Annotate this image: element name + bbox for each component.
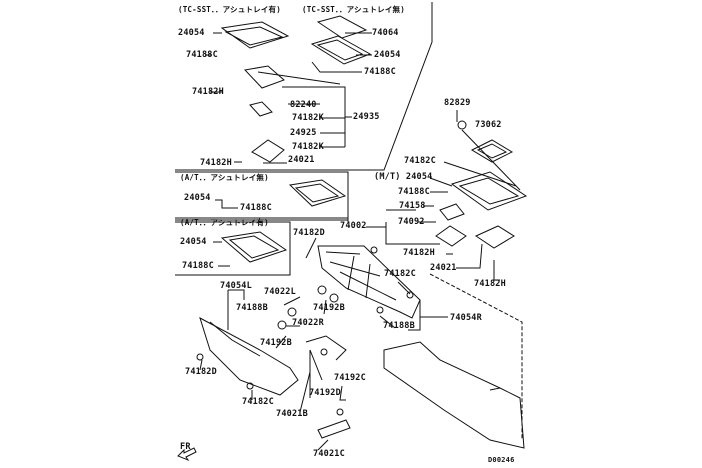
part-label: 74188B bbox=[236, 303, 268, 313]
part-label: 74192B bbox=[313, 303, 345, 313]
part-label: 74188C bbox=[364, 67, 396, 77]
fr-arrow-icon bbox=[177, 447, 197, 462]
part-74092 bbox=[435, 225, 467, 247]
part-label: 74182C bbox=[384, 269, 416, 279]
header-at-with-ashtray: (A/T．．アシュトレイ有) bbox=[180, 218, 269, 227]
part-label: 74182H bbox=[192, 87, 224, 97]
label-mt-24054: (M/T) 24054 bbox=[374, 172, 433, 182]
part-label: 24054 bbox=[180, 237, 207, 247]
part-label: 74192C bbox=[334, 373, 366, 383]
part-label: 73062 bbox=[475, 120, 502, 130]
part-label: 74182D bbox=[293, 228, 325, 238]
part-74054L bbox=[199, 316, 299, 396]
part-24054-tc bbox=[220, 21, 290, 49]
part-label: 74182H bbox=[403, 248, 435, 258]
part-label: 74182D bbox=[185, 367, 217, 377]
header-tc-with-ashtray: (TC-SST．．アシュトレイ有) bbox=[178, 5, 281, 14]
part-label: 74021C bbox=[313, 449, 345, 459]
part-label: 74092 bbox=[398, 217, 425, 227]
part-label: 74182C bbox=[404, 156, 436, 166]
part-24054-mt bbox=[450, 171, 528, 211]
part-74021B bbox=[305, 335, 347, 381]
part-label: 74188C bbox=[398, 187, 430, 197]
part-label: 74022L bbox=[264, 287, 296, 297]
part-label: 24054 bbox=[178, 28, 205, 38]
direction-label: FR bbox=[180, 442, 191, 452]
part-label: 24054 bbox=[374, 50, 401, 60]
part-73062 bbox=[470, 139, 514, 163]
part-label: 24935 bbox=[353, 112, 380, 122]
part-24021-mt bbox=[474, 225, 515, 249]
part-label: 74002 bbox=[340, 221, 367, 231]
diagram-code: D00246 bbox=[488, 456, 515, 464]
part-label: 74182H bbox=[200, 158, 232, 168]
part-24054-tc2 bbox=[310, 35, 372, 65]
part-label: 24021 bbox=[430, 263, 457, 273]
part-24054-at1 bbox=[288, 179, 347, 207]
part-24021 bbox=[251, 139, 285, 163]
part-label: 74182C bbox=[242, 397, 274, 407]
part-label: 24925 bbox=[290, 128, 317, 138]
part-74158 bbox=[439, 203, 465, 221]
part-label: 74188C bbox=[186, 50, 218, 60]
part-label: 24054 bbox=[184, 193, 211, 203]
part-label: 82240 bbox=[290, 100, 317, 110]
part-label: 74022R bbox=[292, 318, 324, 328]
part-74064 bbox=[316, 15, 368, 39]
part-label: 24021 bbox=[288, 155, 315, 165]
header-tc-without-ashtray: (TC-SST．．アシュトレイ無) bbox=[302, 5, 405, 14]
part-74054R bbox=[317, 245, 421, 319]
part-24935-top bbox=[243, 65, 285, 89]
part-label: 74192B bbox=[260, 338, 292, 348]
part-74021C bbox=[317, 419, 351, 439]
part-label: 74188C bbox=[182, 261, 214, 271]
part-label: 74064 bbox=[372, 28, 399, 38]
frame-lines bbox=[175, 2, 433, 276]
part-label: 74188C bbox=[240, 203, 272, 213]
part-label: 74054L bbox=[220, 281, 252, 291]
header-at-without-ashtray: (A/T．．アシュトレイ無) bbox=[180, 173, 269, 182]
part-label: 82829 bbox=[444, 98, 471, 108]
part-label: 74192D bbox=[309, 388, 341, 398]
part-label: 74158 bbox=[399, 201, 426, 211]
part-label: 74182H bbox=[474, 279, 506, 289]
part-console-body bbox=[383, 341, 525, 449]
part-label: 74182K bbox=[292, 142, 324, 152]
part-label: 74021B bbox=[276, 409, 308, 419]
part-24925 bbox=[249, 101, 273, 117]
part-label: 74188B bbox=[383, 321, 415, 331]
part-label: 74054R bbox=[450, 313, 482, 323]
part-24054-at2 bbox=[220, 231, 288, 263]
part-82829 bbox=[457, 120, 467, 130]
part-label: 74182K bbox=[292, 113, 324, 123]
